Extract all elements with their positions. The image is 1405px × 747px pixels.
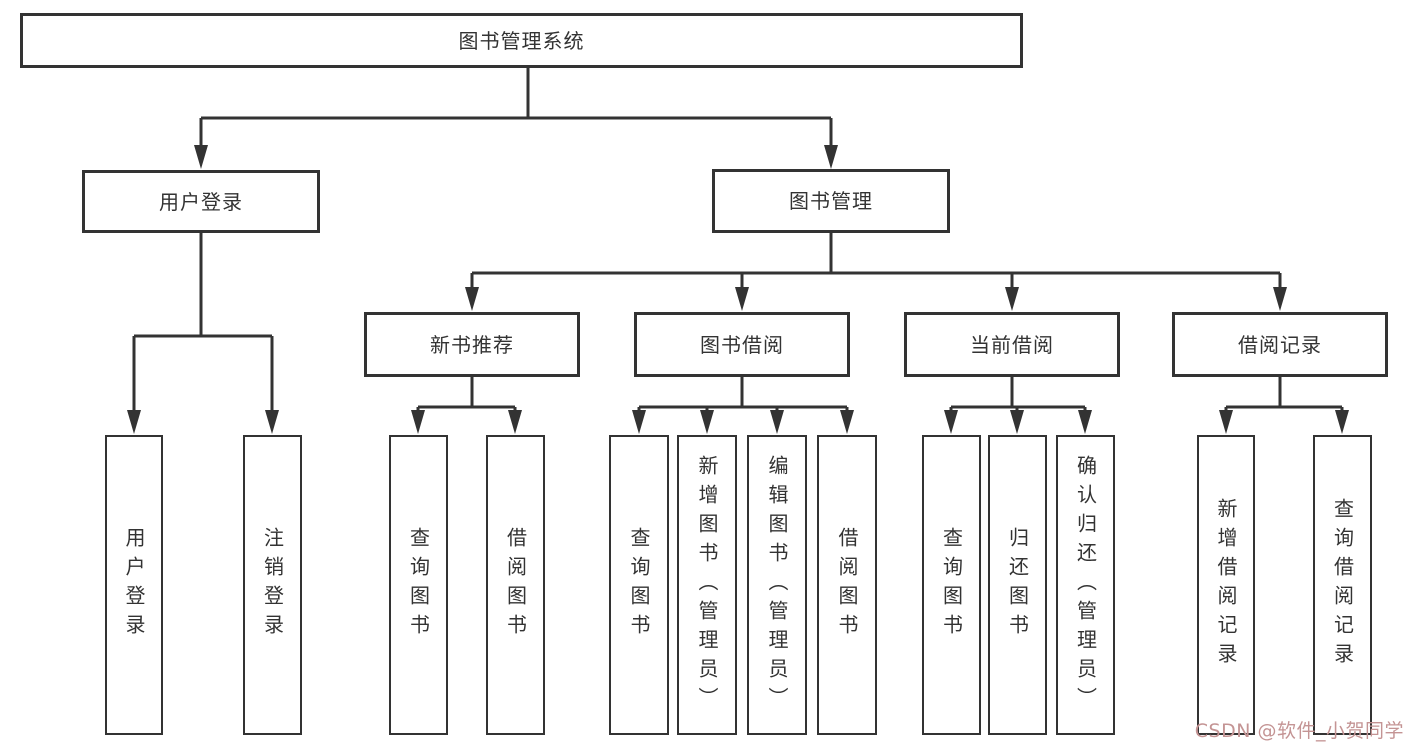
- leaf-confirm-return-admin: 确认归还（管理员）: [1056, 435, 1115, 735]
- leaf-add-book-admin: 新增图书（管理员）: [677, 435, 737, 735]
- arrow-heads: [127, 145, 1349, 434]
- node-user-login: 用户登录: [82, 170, 320, 233]
- leaf-logout: 注销登录: [243, 435, 302, 735]
- leaf-user-login: 用户登录: [105, 435, 163, 735]
- leaf-return-book: 归还图书: [988, 435, 1047, 735]
- leaf-borrow-books-borrowing: 借阅图书: [817, 435, 877, 735]
- leaf-query-books-current: 查询图书: [922, 435, 981, 735]
- node-new-book-recommend: 新书推荐: [364, 312, 580, 377]
- csdn-watermark: CSDN @软件_小贺同学: [1194, 720, 1404, 742]
- leaf-query-books-recommend: 查询图书: [389, 435, 448, 735]
- node-current-borrowing: 当前借阅: [904, 312, 1120, 377]
- leaf-query-borrow-record: 查询借阅记录: [1313, 435, 1372, 735]
- leaf-borrow-books-recommend: 借阅图书: [486, 435, 545, 735]
- leaf-edit-book-admin: 编辑图书（管理员）: [747, 435, 807, 735]
- node-book-management: 图书管理: [712, 169, 950, 233]
- leaf-query-books-borrowing: 查询图书: [609, 435, 669, 735]
- node-root-library-system: 图书管理系统: [20, 13, 1023, 68]
- node-borrowing-records: 借阅记录: [1172, 312, 1388, 377]
- leaf-add-borrow-record: 新增借阅记录: [1197, 435, 1255, 735]
- node-book-borrowing: 图书借阅: [634, 312, 850, 377]
